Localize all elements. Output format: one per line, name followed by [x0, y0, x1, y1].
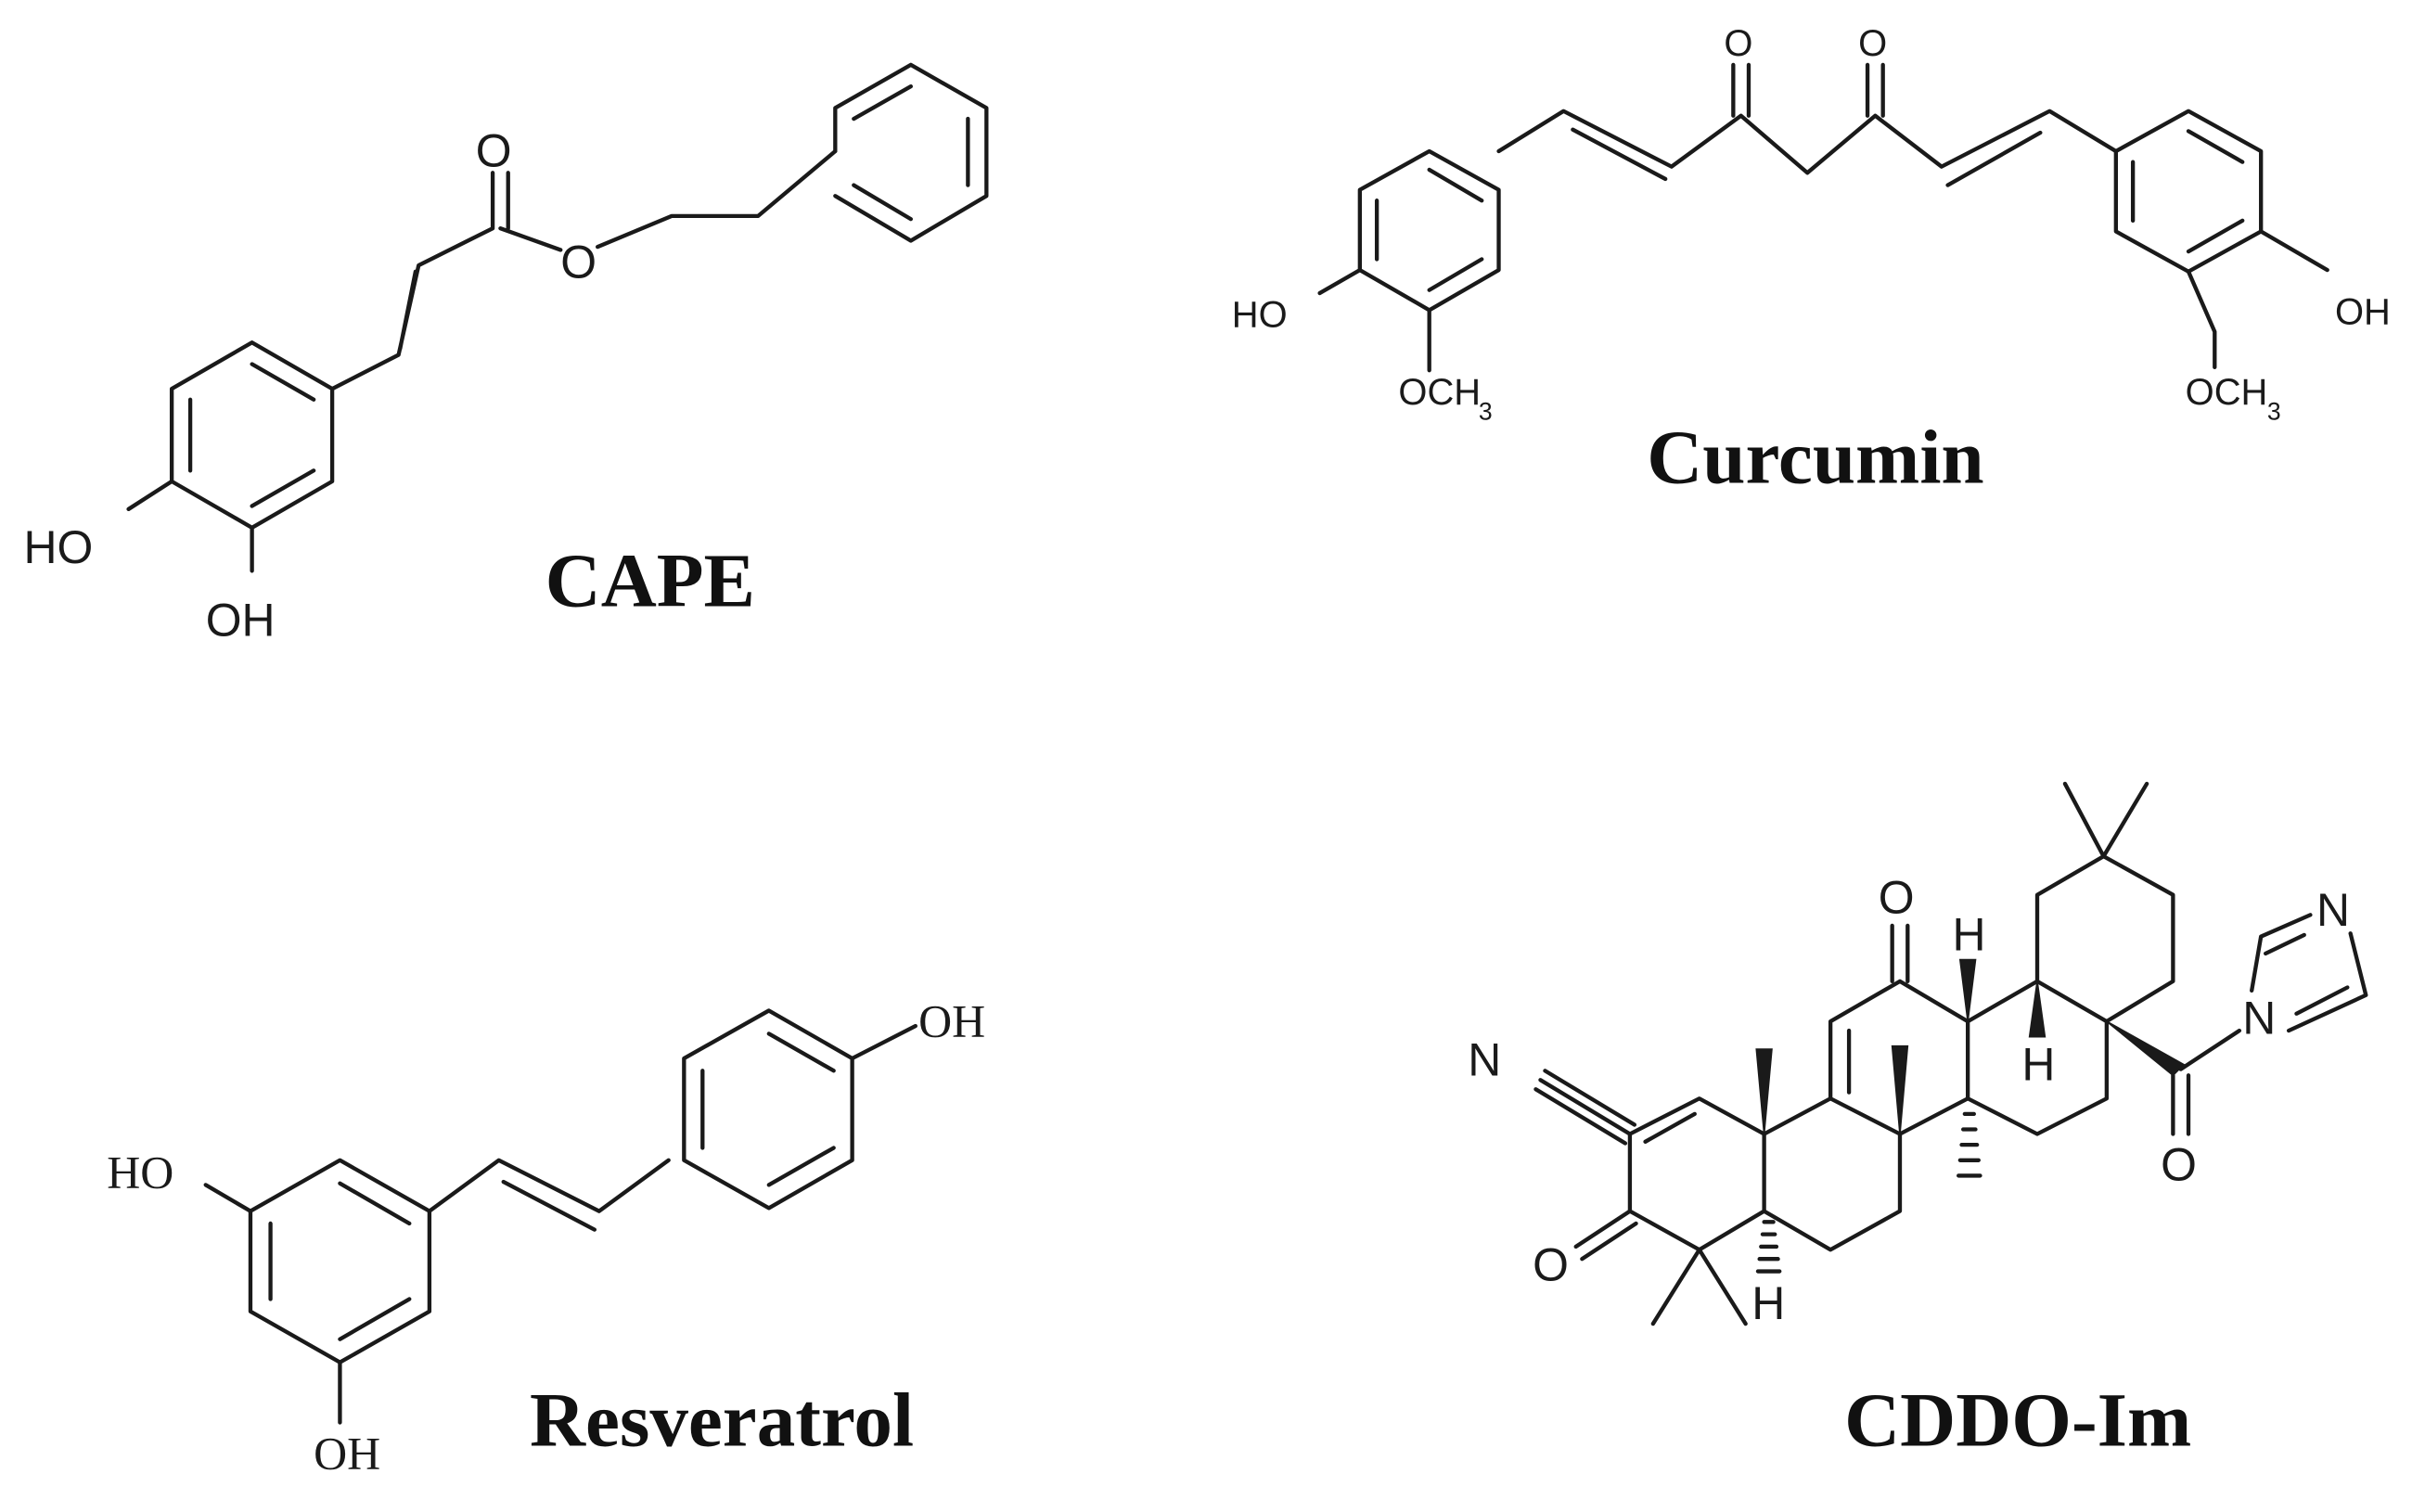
- resveratrol-hydroxyl-bottom-label: OH: [314, 1428, 380, 1479]
- cddo-nitrile-n-label: N: [1468, 1033, 1501, 1085]
- resveratrol-right-ring: [682, 1008, 854, 1211]
- resveratrol-structure: HO OH OH Resveratrol: [107, 996, 985, 1480]
- cddo-amide-bonds: [2171, 1028, 2242, 1136]
- resveratrol-hydroxyl-top-label: OH: [918, 996, 985, 1047]
- resveratrol-vinyl-bridge: [427, 1158, 671, 1232]
- curcumin-right-ring: [2113, 109, 2264, 274]
- cddo-imidazole-n1-label: N: [2242, 992, 2276, 1044]
- resveratrol-right-hydroxyl-bond: [850, 1023, 917, 1061]
- curcumin-right-substituent-bonds: [2186, 229, 2329, 370]
- cddo-h-upper-label: H: [1953, 909, 1986, 961]
- curcumin-left-ring: [1357, 148, 1501, 313]
- curcumin-ketone-o-label-1: O: [1724, 23, 1752, 64]
- resveratrol-left-ring: [248, 1158, 432, 1365]
- cape-carbonyl-o-label: O: [476, 125, 512, 177]
- cddo-h-lower-label: H: [1751, 1277, 1785, 1329]
- cape-hydroxyl-label-1: HO: [23, 521, 93, 573]
- cddo-c10-methyl-wedge: [1755, 1048, 1773, 1134]
- resveratrol-name-label: Resveratrol: [530, 1377, 914, 1462]
- curcumin-heptadienone-chain: [1496, 62, 2119, 187]
- curcumin-methoxy-left-label: OCH: [1398, 372, 1481, 413]
- cape-phenyl-ring-double-bonds: [852, 83, 970, 222]
- cddo-c9-h-wedge: [1958, 958, 1977, 1022]
- cddo-imidazole-ring: [2250, 913, 2368, 1033]
- resveratrol-right-ring-double-bonds: [700, 1031, 836, 1187]
- cape-structure: HO OH O O CAPE: [23, 62, 989, 646]
- curcumin-left-substituent-bonds: [1317, 267, 1431, 373]
- cddo-c14-hash-methyl: [1957, 1111, 1982, 1178]
- cddo-c17-carbonyl-wedge: [2106, 1020, 2186, 1077]
- cape-catechol-ring-double-bonds: [187, 362, 316, 508]
- cape-hydroxyl-bonds: [126, 479, 254, 573]
- cddo-c13-h-wedge: [2028, 980, 2046, 1038]
- curcumin-left-ring-double-bonds: [1374, 167, 1484, 292]
- cddo-ketone-o-top-label: O: [1879, 872, 1915, 924]
- cddo-h-middle-label: H: [2021, 1038, 2055, 1090]
- cddo-ketone-o-left-label: O: [1533, 1239, 1569, 1291]
- cddo-im-structure: N O H O H H O N N CDDO-Im: [1468, 781, 2368, 1462]
- cddo-ring-e: [2034, 853, 2175, 1024]
- cddo-nitrile-bond: [1533, 1069, 1637, 1146]
- cddo-ring-d: [1966, 979, 2110, 1136]
- cddo-ring-a-double-bond: [1643, 1111, 1697, 1144]
- curcumin-right-ring-double-bonds: [2130, 129, 2245, 254]
- cddo-c4-methyl-bonds: [1650, 1248, 1748, 1326]
- curcumin-name-label: Curcumin: [1647, 415, 1983, 500]
- resveratrol-left-ring-double-bonds: [268, 1181, 412, 1341]
- curcumin-ketone-o-label-2: O: [1858, 23, 1887, 64]
- cddo-c3-ketone-bond: [1573, 1209, 1638, 1262]
- cddo-c5-hash-h: [1755, 1220, 1782, 1274]
- curcumin-hydroxyl-right-label: OH: [2335, 291, 2391, 332]
- cape-catechol-ring: [169, 340, 335, 530]
- cddo-ring-a: [1627, 1096, 1766, 1252]
- cddo-c11-ketone-bond: [1890, 923, 1910, 983]
- cddo-ring-b: [1762, 1096, 1903, 1252]
- cddo-c20-methyl-bonds: [2062, 781, 2149, 859]
- cape-phenyl-ring: [833, 62, 989, 243]
- curcumin-methoxy-right-label: OCH: [2186, 372, 2268, 413]
- resveratrol-left-hydroxyl-bonds: [203, 1183, 342, 1425]
- curcumin-methoxy-right-subscript: 3: [2267, 397, 2281, 425]
- curcumin-methoxy-left-subscript: 3: [1479, 397, 1493, 425]
- cape-side-chain: [329, 148, 838, 391]
- cddo-im-name-label: CDDO-Im: [1844, 1377, 2191, 1462]
- cape-hydroxyl-label-2: OH: [206, 594, 276, 646]
- curcumin-hydroxyl-left-label: HO: [1232, 295, 1288, 336]
- curcumin-structure: HO OCH 3 O O OH OCH 3 Curcumin: [1232, 23, 2391, 500]
- cape-ester-o-label: O: [560, 236, 597, 288]
- cddo-imidazole-n2-label: N: [2316, 884, 2350, 936]
- resveratrol-hydroxyl-left-label: HO: [107, 1147, 173, 1198]
- cape-name-label: CAPE: [545, 538, 755, 623]
- cddo-ring-c: [1828, 979, 1970, 1136]
- cddo-amide-o-label: O: [2161, 1138, 2197, 1190]
- cddo-c8-methyl-wedge: [1891, 1044, 1909, 1134]
